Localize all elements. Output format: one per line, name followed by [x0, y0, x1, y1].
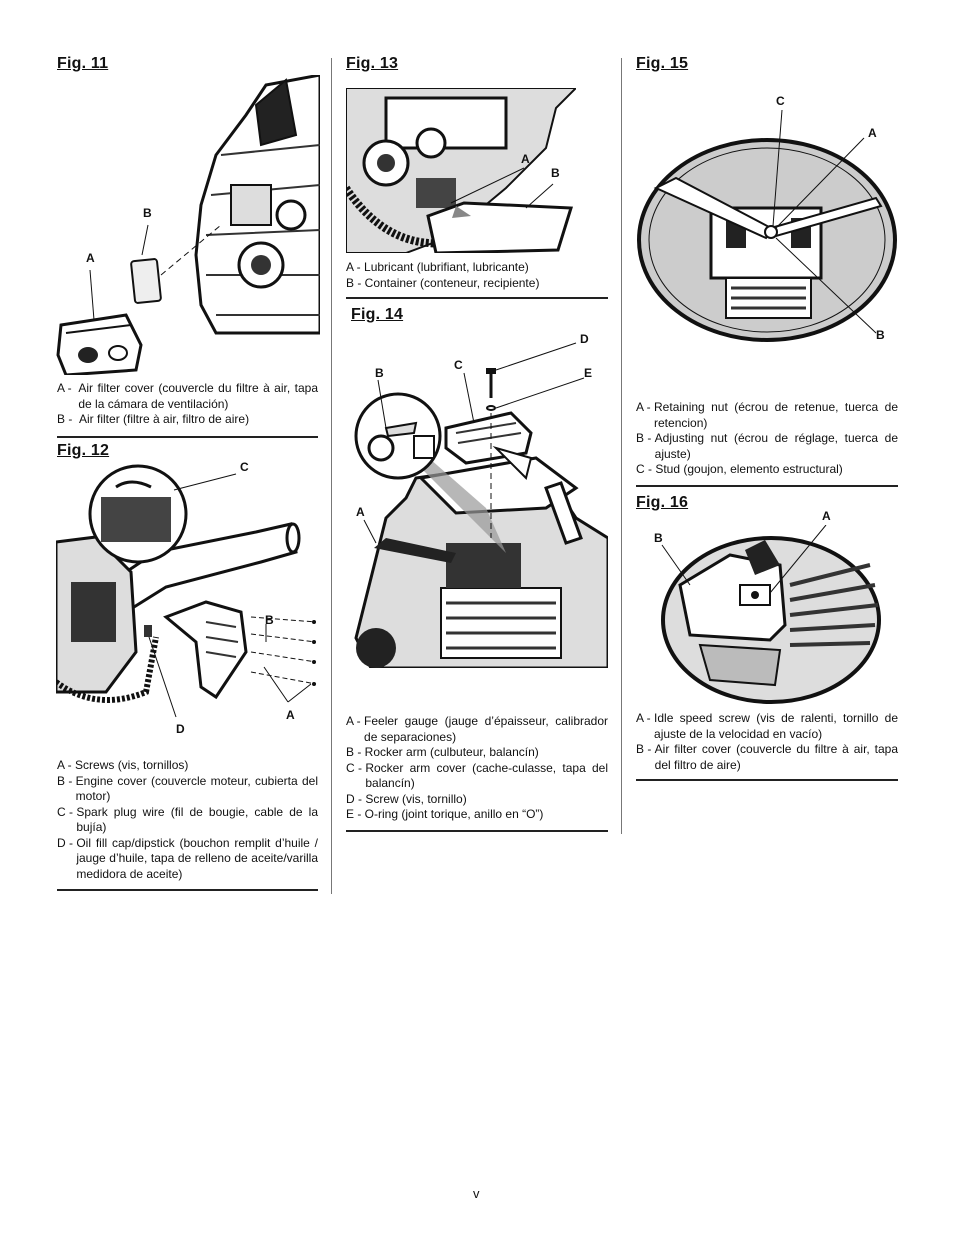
legend-item: B - Air filter cover (couvercle du filtr…	[636, 742, 898, 772]
fig12-callout-b: B	[265, 613, 274, 627]
legend-item: D - Screw (vis, tornillo)	[346, 791, 467, 806]
fig14-callout-c: C	[454, 358, 463, 372]
legend-item: A - Feeler gauge (jauge d’épaisseur, cal…	[346, 714, 608, 744]
legend-item: A - Idle speed screw (vis de ralenti, to…	[636, 711, 898, 741]
divider	[57, 436, 318, 438]
fig13-illustration	[346, 88, 576, 253]
divider	[346, 297, 608, 299]
fig14-callout-b: B	[375, 366, 384, 380]
fig12-illustration	[56, 462, 322, 718]
fig11-legend: A - Air filter cover (couvercle du filtr…	[57, 381, 318, 428]
legend-item: A - Screws (vis, tornillos)	[57, 758, 189, 772]
fig12-callout-a: A	[286, 708, 295, 722]
fig15-callout-a: A	[868, 126, 877, 140]
legend-item: D - Oil fill cap/dipstick (bouchon rempl…	[57, 835, 318, 881]
page-number: v	[473, 1186, 480, 1201]
legend-item: A - Lubricant (lubrifiant, lubricante)	[346, 260, 529, 274]
fig13-legend: A - Lubricant (lubrifiant, lubricante) B…	[346, 260, 608, 291]
divider	[57, 889, 318, 891]
legend-item: B - Adjusting nut (écrou de réglage, tue…	[636, 431, 898, 461]
fig15-title: Fig. 15	[636, 55, 689, 72]
legend-item: B - Engine cover (couvercle moteur, cubi…	[57, 773, 318, 804]
fig14-legend: A - Feeler gauge (jauge d’épaisseur, cal…	[346, 714, 608, 823]
fig11-callout-a: A	[86, 251, 95, 265]
fig12-title: Fig. 12	[57, 442, 110, 459]
fig14-callout-d: D	[580, 332, 589, 346]
fig15-callout-b: B	[876, 328, 885, 342]
fig16-title: Fig. 16	[636, 494, 689, 511]
divider	[636, 485, 898, 487]
fig15-legend: A - Retaining nut (écrou de retenue, tue…	[636, 400, 898, 478]
fig11-illustration	[56, 75, 320, 375]
fig16-illustration	[660, 525, 882, 705]
fig12-callout-c: C	[240, 460, 249, 474]
fig14-callout-a: A	[356, 505, 365, 519]
legend-item: B - Air filter (filtre à air, filtro de …	[57, 412, 250, 426]
legend-item: B - Container (conteneur, recipiente)	[346, 275, 540, 290]
fig12-callout-d: D	[176, 722, 185, 736]
fig11-callout-b: B	[143, 206, 152, 220]
fig14-title: Fig. 14	[351, 306, 404, 323]
legend-item: A - Air filter cover (couvercle du filtr…	[57, 381, 318, 411]
fig12-legend: A - Screws (vis, tornillos) B - Engine c…	[57, 758, 318, 882]
legend-item: C - Stud (goujon, elemento estructural)	[636, 462, 843, 476]
fig13-callout-a: A	[521, 152, 530, 166]
fig15-illustration	[636, 108, 898, 350]
column-divider-right	[621, 58, 622, 834]
fig16-callout-a: A	[822, 509, 831, 523]
fig14-callout-e: E	[584, 366, 593, 380]
divider	[346, 830, 608, 832]
column-divider-left	[331, 58, 332, 894]
legend-item: C - Spark plug wire (fil de bougie, cabl…	[57, 804, 318, 835]
fig11-title: Fig. 11	[57, 55, 109, 72]
fig13-callout-b: B	[551, 166, 560, 180]
fig16-legend: A - Idle speed screw (vis de ralenti, to…	[636, 711, 898, 773]
legend-item: B - Rocker arm (culbuteur, balancín)	[346, 745, 539, 759]
legend-item: C - Rocker arm cover (cache-culasse, tap…	[346, 760, 608, 791]
fig14-illustration	[346, 338, 608, 668]
fig15-callout-c: C	[776, 94, 785, 108]
fig13-title: Fig. 13	[346, 55, 399, 72]
divider	[636, 779, 898, 781]
legend-item: E - O-ring (joint torique, anillo en “O”…	[346, 807, 544, 821]
fig16-callout-b: B	[654, 531, 663, 545]
legend-item: A - Retaining nut (écrou de retenue, tue…	[636, 400, 898, 430]
